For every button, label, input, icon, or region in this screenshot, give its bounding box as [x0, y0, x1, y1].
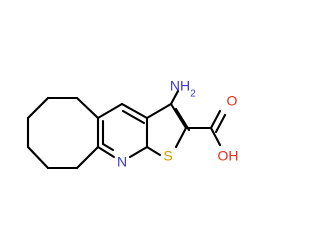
amino-subscript: 2 [190, 89, 196, 100]
bond-th-3 [174, 126, 188, 149]
molecule-structure-svg: NH 2 O OH S N [26, 78, 239, 170]
molecule-diagram: NH 2 O OH S N [26, 77, 239, 170]
ring-nitrogen-label: N [117, 154, 127, 170]
bond-th-4 [145, 145, 162, 157]
bond-py-5 [96, 145, 116, 159]
hydroxyl-label: OH [218, 148, 239, 164]
bond-c8-6 [75, 145, 100, 170]
bond-acid-o1 [209, 109, 222, 130]
amino-label: NH [170, 78, 190, 94]
bond-py-1 [96, 102, 124, 120]
bond-py-4 [128, 145, 149, 159]
carbonyl-oxygen-label: O [227, 93, 238, 109]
bond-th-2 [169, 102, 188, 130]
bond-py-2a [120, 102, 149, 120]
bond-c8-4 [26, 145, 50, 170]
bond-acid-o1b [214, 113, 227, 134]
bond-th-1 [145, 102, 173, 120]
bond-acid-o2 [209, 126, 222, 147]
bond-c8-8 [75, 96, 100, 120]
bond-py-2b [121, 109, 146, 125]
bond-c8-2 [26, 96, 50, 120]
bond-th-2b [174, 107, 191, 132]
bond-py-5b [101, 142, 115, 152]
sulfur-label: S [163, 148, 172, 164]
bond-nh2 [169, 89, 180, 106]
